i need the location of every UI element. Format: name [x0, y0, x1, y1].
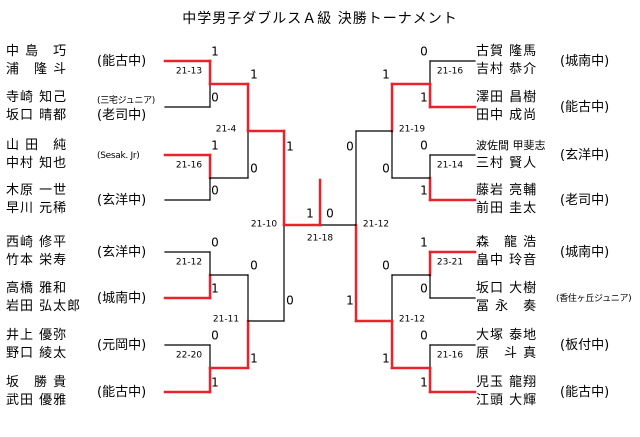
right-round2-result: 1: [382, 352, 390, 366]
right-round1-result: 1: [420, 236, 428, 250]
right-player-name: 澤田 昌樹: [476, 90, 538, 105]
left-round2-result: 1: [250, 68, 258, 82]
right-round2-score: 21-19: [399, 125, 425, 135]
left-round2-result: 0: [250, 259, 258, 273]
left-round3-result: 1: [286, 140, 294, 154]
right-round1-score: 21-16: [437, 67, 463, 77]
right-player-name: 吉村 恭介: [476, 62, 538, 77]
left-round1-result: 1: [211, 139, 219, 153]
left-round1-result: 1: [211, 282, 219, 296]
right-round3-score: 21-12: [363, 220, 389, 230]
left-player-name: 岩田 弘太郎: [6, 299, 82, 314]
right-round1-result: 0: [420, 45, 428, 59]
right-player-name: 畠中 玲音: [476, 253, 538, 268]
right-round1-result: 0: [420, 139, 428, 153]
right-player-name: 田中 成尚: [476, 108, 538, 123]
left-club-label: (老司中): [97, 108, 147, 123]
right-club-label: (城南中): [560, 245, 610, 260]
final-score: 21-18: [307, 234, 333, 244]
left-round2-score: 21-4: [216, 125, 237, 135]
left-player-name: 早川 元稀: [6, 201, 68, 216]
left-player-name: 武田 優雅: [6, 393, 68, 408]
right-player-name: 波佐間 甲斐志: [476, 139, 546, 152]
left-round2-result: 0: [250, 162, 258, 176]
page-title: 中学男子ダブルスＡ級 決勝トーナメント: [182, 11, 458, 27]
left-club-label: (玄洋中): [97, 193, 147, 208]
left-round1-result: 1: [211, 45, 219, 59]
right-player-name: 古賀 隆馬: [476, 44, 538, 59]
right-player-name: 森 龍 浩: [476, 235, 538, 250]
final-left-result: 1: [306, 207, 314, 221]
left-player-name: 中 島 巧: [6, 44, 68, 59]
right-player-name: 原 斗 真: [476, 346, 538, 361]
right-club-label: (能古中): [560, 100, 610, 115]
left-round1-score: 21-12: [176, 258, 202, 268]
right-club-label: (能古中): [560, 385, 610, 400]
right-round1-result: 1: [420, 184, 428, 198]
right-player-name: 大塚 泰地: [476, 328, 538, 343]
right-round2-score: 21-12: [399, 315, 425, 325]
left-player-name: 西崎 修平: [6, 235, 68, 250]
right-round1-score: 21-16: [437, 351, 463, 361]
right-player-name: 坂口 大樹: [476, 281, 538, 296]
right-round1-result: 1: [420, 376, 428, 390]
left-club-label: (能古中): [97, 385, 147, 400]
right-club-label: (板付中): [560, 338, 610, 353]
left-club-label: (城南中): [97, 291, 147, 306]
left-round3-result: 0: [286, 294, 294, 308]
left-round3-score: 21-10: [251, 220, 277, 230]
right-club-label: (玄洋中): [560, 148, 610, 163]
right-round1-score: 23-21: [437, 258, 463, 268]
left-player-name: 寺崎 知己: [6, 90, 68, 105]
left-player-name: 竹本 栄寿: [6, 253, 68, 268]
right-club-label: (香住ヶ丘ジュニア): [556, 294, 632, 304]
left-round1-result: 0: [211, 236, 219, 250]
final-right-result: 0: [326, 207, 334, 221]
left-player-name: 浦 隆 斗: [6, 62, 68, 77]
right-round3-result: 1: [346, 294, 354, 308]
right-round1-score: 21-14: [437, 161, 463, 171]
left-club-label: (玄洋中): [97, 245, 147, 260]
right-round1-result: 0: [420, 282, 428, 296]
right-round3-result: 0: [346, 140, 354, 154]
right-round1-result: 1: [420, 91, 428, 105]
left-club-label: (三宅ジュニア): [97, 96, 155, 106]
left-player-name: 坂 勝 貴: [6, 375, 68, 390]
right-round2-result: 0: [382, 259, 390, 273]
left-player-name: 山 田 純: [6, 138, 68, 153]
left-club-label: (Sesak. Jr): [97, 151, 140, 161]
left-player-name: 野口 綾太: [6, 346, 68, 361]
left-round1-result: 0: [211, 184, 219, 198]
left-club-label: (元岡中): [97, 338, 147, 353]
left-round1-score: 21-16: [176, 161, 202, 171]
right-player-name: 江頭 大輝: [476, 393, 538, 408]
left-player-name: 井上 優弥: [6, 328, 68, 343]
left-round1-result: 0: [211, 91, 219, 105]
right-player-name: 冨 永 奏: [476, 299, 538, 314]
left-player-name: 中村 知也: [6, 156, 68, 171]
right-player-name: 前田 圭太: [476, 201, 538, 216]
left-player-name: 高橋 雅和: [6, 281, 68, 296]
right-round1-result: 0: [420, 329, 428, 343]
left-player-name: 木原 一世: [6, 183, 68, 198]
left-club-label: (能古中): [97, 54, 147, 69]
left-round1-score: 22-20: [176, 351, 202, 361]
right-player-name: 児玉 龍翔: [476, 375, 538, 390]
left-round2-result: 1: [250, 352, 258, 366]
right-club-label: (老司中): [560, 193, 610, 208]
left-player-name: 坂口 晴都: [6, 108, 68, 123]
left-round1-result: 1: [211, 376, 219, 390]
left-round1-score: 21-13: [176, 67, 202, 77]
left-round1-result: 0: [211, 329, 219, 343]
right-player-name: 藤岩 亮輔: [476, 183, 538, 198]
left-round2-score: 21-11: [213, 315, 239, 325]
right-round2-result: 0: [382, 162, 390, 176]
right-round2-result: 1: [382, 68, 390, 82]
right-player-name: 三村 賢人: [476, 156, 538, 171]
right-club-label: (城南中): [560, 54, 610, 69]
